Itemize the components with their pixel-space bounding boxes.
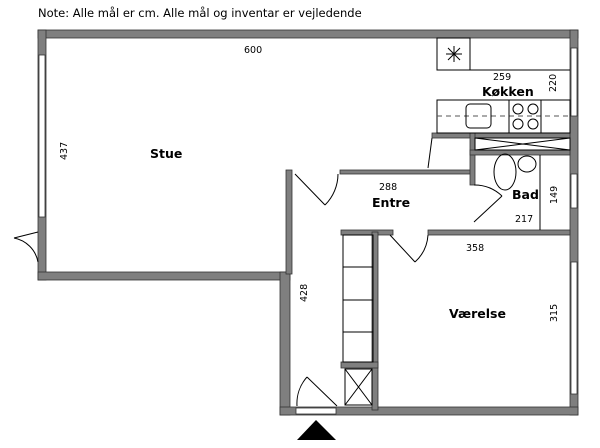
windows xyxy=(38,47,578,415)
kokken-width: 259 xyxy=(493,72,511,83)
stove-icon xyxy=(508,99,542,134)
stue-label: Stue xyxy=(150,146,182,161)
walls xyxy=(37,29,579,416)
plan-note: Note: Alle mål er cm. Alle mål og invent… xyxy=(38,6,362,20)
balcony-door xyxy=(13,231,39,263)
sink-icon xyxy=(465,103,492,129)
bad-width: 217 xyxy=(515,214,533,225)
vaerelse-label: Værelse xyxy=(449,306,506,321)
kitchen-fixtures xyxy=(436,37,571,151)
closet xyxy=(342,234,374,406)
bath-fixtures xyxy=(493,153,541,230)
washbasin-icon xyxy=(517,155,537,173)
entre-depth: 428 xyxy=(299,284,310,302)
kokken-depth: 220 xyxy=(548,74,559,92)
stue-width: 600 xyxy=(244,45,262,56)
bad-depth: 149 xyxy=(549,186,560,204)
kokken-label: Køkken xyxy=(482,84,534,99)
entrance-arrow-icon xyxy=(297,420,336,440)
toilet-icon xyxy=(493,153,517,191)
entre-width: 288 xyxy=(379,182,397,193)
vaerelse-depth: 315 xyxy=(549,304,560,322)
fan-icon xyxy=(446,46,462,62)
bad-label: Bad xyxy=(512,187,539,202)
stue-depth: 437 xyxy=(59,142,70,160)
stue-door xyxy=(294,173,339,206)
vaerelse-width: 358 xyxy=(466,243,484,254)
entre-label: Entre xyxy=(372,195,410,210)
vaerelse-door xyxy=(389,234,429,263)
kitchen-opening xyxy=(427,137,433,169)
doors xyxy=(13,137,503,407)
bad-door xyxy=(473,184,503,223)
front-door xyxy=(296,376,338,407)
